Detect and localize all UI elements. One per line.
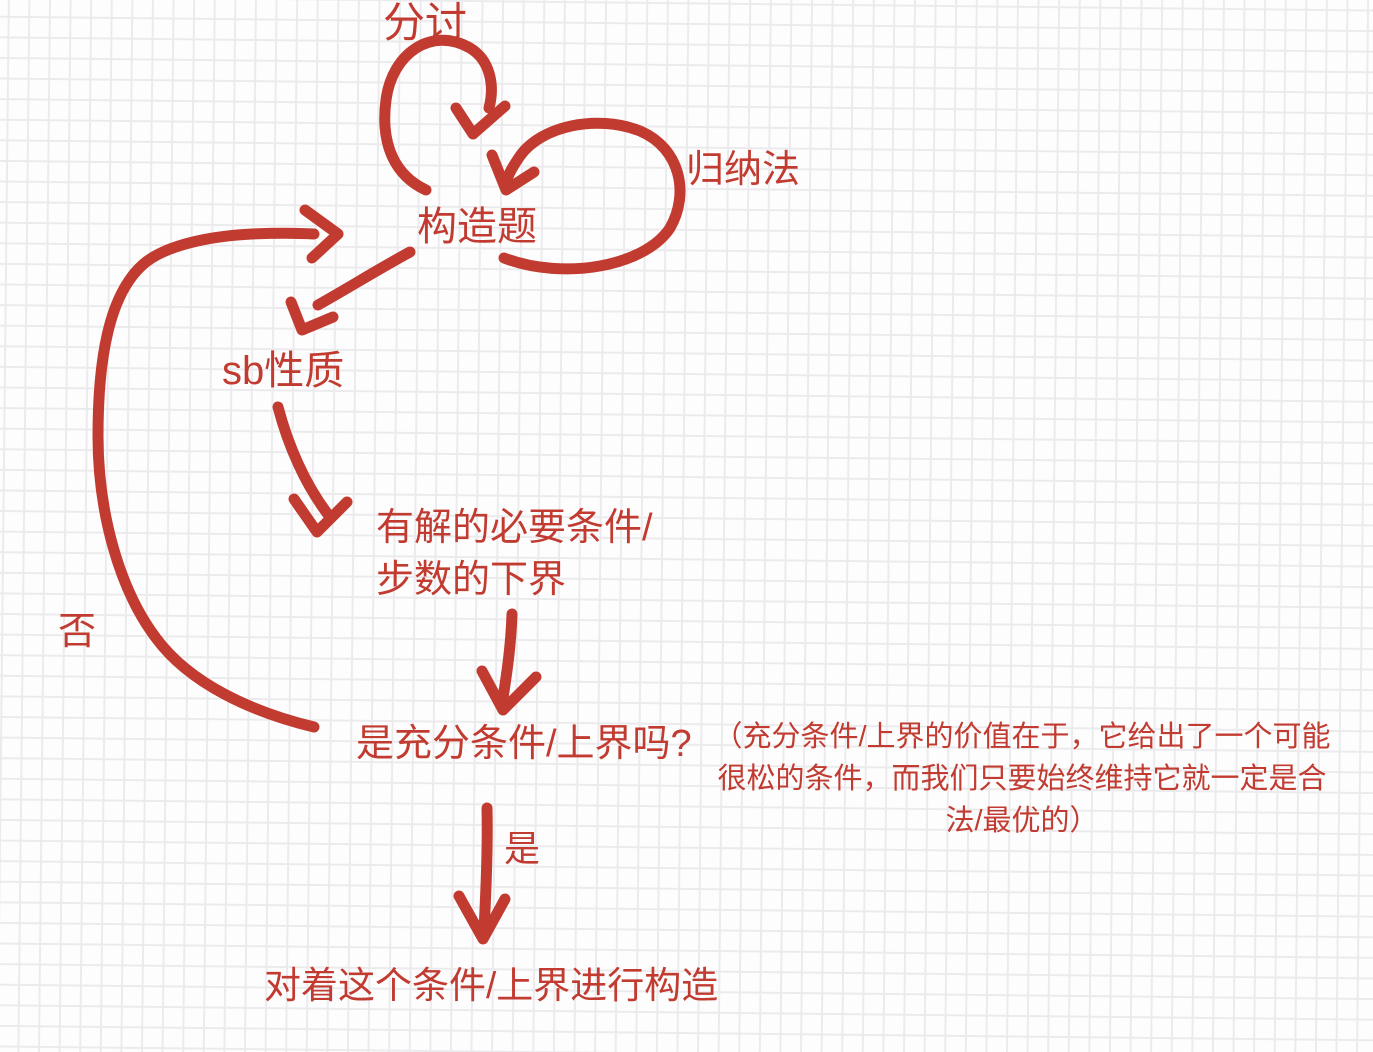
arrow-induction-loop-head-icon	[486, 149, 540, 196]
node-final-construct-label: 对着这个条件/上界进行构造	[264, 965, 719, 1006]
arrow-sb-to-necessary-head-icon	[288, 493, 353, 538]
node-necessary-condition-label: 有解的必要条件/ 步数的下界	[376, 507, 653, 602]
arrow-split-cases-loop-head-icon	[450, 100, 511, 140]
annotation-note: （充分条件/上界的价值在于，它给出了一个可能 很松的条件，而我们只要始终维持它就…	[713, 721, 1331, 838]
arrow-induction-loop-path	[498, 117, 686, 275]
arrow-construction-to-sb-head-icon	[285, 296, 339, 336]
arrow-necessary-to-sufficient-head-icon	[476, 665, 542, 716]
arrow-necessary-to-sufficient-path	[497, 608, 518, 704]
arrow-no-loopback-path	[92, 227, 320, 733]
arrow-yes-down-path	[478, 802, 493, 936]
node-sb-property-label: sb性质	[222, 349, 345, 393]
node-induction-label: 归纳法	[686, 149, 801, 191]
edge-label-yes: 是	[504, 828, 541, 869]
node-split-cases-label: 分讨	[383, 0, 468, 46]
edge-label-no: 否	[58, 611, 97, 653]
arrow-split-cases-loop-path	[379, 34, 497, 196]
arrow-sb-to-necessary-path	[272, 401, 336, 523]
arrow-no-loopback-head-icon	[299, 204, 344, 264]
node-construction-problem-label: 构造题	[417, 205, 537, 249]
node-sufficient-question-label: 是充分条件/上界吗?	[356, 723, 692, 765]
arrow-construction-to-sb-path	[312, 246, 416, 311]
arrow-yes-down-head-icon	[453, 890, 511, 945]
